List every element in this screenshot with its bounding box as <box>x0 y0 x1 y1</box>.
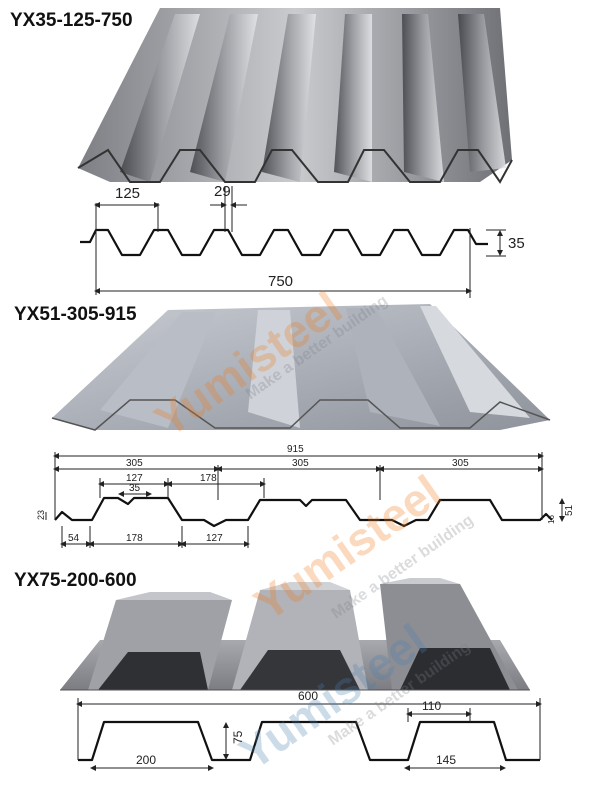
dim-rib: 35 <box>129 483 141 494</box>
dim-span-2: 305 <box>292 458 309 469</box>
dim-height: 35 <box>508 235 525 252</box>
dim-top-1: 127 <box>126 473 143 484</box>
dim-bottom-3: 127 <box>206 533 223 544</box>
dim-crest: 29 <box>214 183 231 200</box>
section-yx35: YX35-125-750 <box>10 8 525 298</box>
dim-bottom: 145 <box>436 753 456 767</box>
dim-width: 750 <box>268 273 293 290</box>
section-title: YX51-305-915 <box>14 304 137 325</box>
dim-edge-height: 23 <box>36 510 46 520</box>
dim-lap-height: 16 <box>547 515 556 524</box>
dim-bottom-1: 54 <box>68 533 80 544</box>
yx75-profile: 600 110 75 200 145 <box>76 689 542 771</box>
dim-pitch: 200 <box>136 753 156 767</box>
yx35-panel-image <box>77 8 513 184</box>
dim-span-1: 305 <box>126 458 143 469</box>
dim-span-3: 305 <box>452 458 469 469</box>
dim-pitch: 125 <box>115 185 140 202</box>
section-title: YX35-125-750 <box>10 10 133 31</box>
section-title: YX75-200-600 <box>14 570 137 591</box>
yx51-panel-image <box>51 304 551 431</box>
dim-height: 51 <box>564 504 575 516</box>
dim-overall: 915 <box>287 444 304 455</box>
section-yx75: YX75-200-600 600 110 <box>14 570 542 771</box>
yx75-panel-image <box>60 578 530 691</box>
section-yx51: YX51-305-915 <box>14 304 575 548</box>
dim-height: 75 <box>231 730 245 744</box>
dim-top-2: 178 <box>200 473 217 484</box>
yx51-profile: 915 305 305 305 127 178 35 23 51 16 54 1… <box>36 444 575 548</box>
dim-top: 110 <box>422 699 441 713</box>
dim-bottom-2: 178 <box>126 533 143 544</box>
dim-overall: 600 <box>298 689 318 703</box>
yx35-profile: 125 29 35 750 <box>80 183 525 298</box>
